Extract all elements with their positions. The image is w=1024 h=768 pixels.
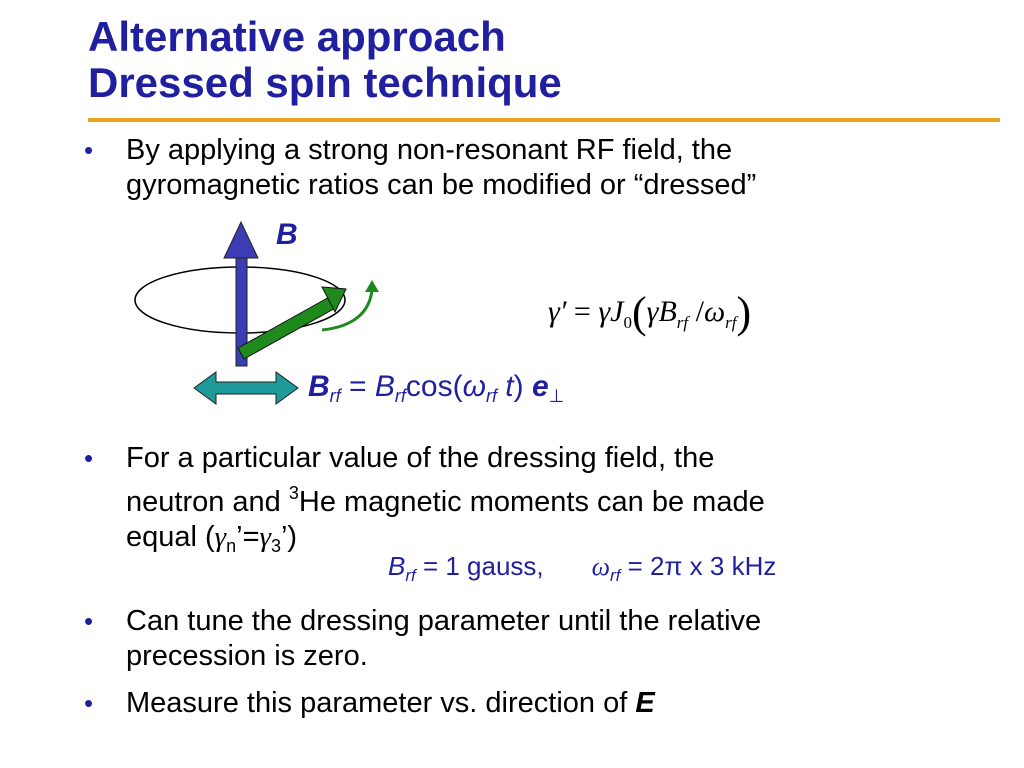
f-sub-rf-2: rf bbox=[725, 313, 737, 332]
rotation-arrow bbox=[321, 280, 379, 332]
bullet-line-part: neutron and bbox=[126, 486, 289, 518]
superscript-3: 3 bbox=[288, 483, 299, 503]
b-field-arrow bbox=[223, 220, 259, 367]
f-gamma-prime: γ′ bbox=[548, 295, 567, 328]
bullet-marker: • bbox=[84, 688, 94, 718]
f-lparen: ( bbox=[631, 288, 647, 337]
bullet-line-part: ’) bbox=[280, 521, 298, 553]
f-gamma: γ bbox=[598, 295, 611, 328]
title-line-2: Dressed spin technique bbox=[88, 59, 562, 106]
title-divider bbox=[88, 118, 1000, 122]
param-omega: ω bbox=[591, 552, 611, 581]
dressed-gamma-formula: γ′ = γJ0(γBrf /ωrf) bbox=[548, 287, 751, 338]
param-khz: = 2π x 3 kHz bbox=[620, 551, 777, 581]
f-j: J bbox=[610, 295, 624, 328]
gamma-n: γ bbox=[214, 521, 227, 553]
bullet-text: Measure this parameter vs. direction of … bbox=[126, 686, 984, 721]
eq-e: e bbox=[531, 370, 549, 403]
eq-b2: B bbox=[374, 370, 395, 403]
eq-sub-rf-3: rf bbox=[485, 386, 497, 406]
bullet-marker: • bbox=[84, 135, 94, 165]
bullet-rf-field: • By applying a strong non-resonant RF f… bbox=[84, 133, 984, 203]
eq-b: B bbox=[308, 370, 330, 403]
f-rparen: ) bbox=[736, 288, 752, 337]
bullet-line: Can tune the dressing parameter until th… bbox=[126, 605, 762, 637]
sub-3: 3 bbox=[270, 536, 281, 556]
bullet-text: By applying a strong non-resonant RF fie… bbox=[126, 133, 984, 203]
bullet-line-part: equal ( bbox=[126, 521, 215, 553]
eq-perp: ⊥ bbox=[548, 386, 565, 406]
f-slash: / bbox=[688, 295, 704, 328]
eq-t: t bbox=[505, 370, 514, 403]
spin-vector-arrow bbox=[237, 286, 347, 360]
gamma-3: γ bbox=[259, 521, 271, 553]
eq-close: ) bbox=[513, 370, 532, 403]
bullet-line-part: ’= bbox=[236, 521, 260, 553]
param-gauss: = 1 gauss, bbox=[415, 551, 544, 581]
title-line-1: Alternative approach bbox=[88, 13, 506, 60]
bullet-line: precession is zero. bbox=[126, 640, 368, 672]
f-sub-rf: rf bbox=[676, 313, 689, 332]
f-zero: 0 bbox=[623, 313, 632, 332]
f-omega: ω bbox=[703, 295, 726, 328]
b-field-label: B bbox=[276, 218, 298, 251]
eq-equals: = bbox=[340, 370, 375, 403]
bullet-line: For a particular value of the dressing f… bbox=[126, 442, 715, 474]
field-parameters: Brf = 1 gauss,ωrf = 2π x 3 kHz bbox=[388, 551, 776, 586]
param-sub-rf-2: rf bbox=[610, 566, 621, 585]
f-gamma-b: γB bbox=[646, 295, 677, 328]
eq-sub-rf: rf bbox=[329, 386, 341, 406]
bullet-marker: • bbox=[84, 606, 94, 636]
bullet-tune-parameter: • Can tune the dressing parameter until … bbox=[84, 604, 984, 674]
vector-e: E bbox=[635, 687, 655, 719]
rf-field-equation: Brf = Brfcos(ωrf t) e⊥ bbox=[308, 370, 564, 407]
slide-title: Alternative approach Dressed spin techni… bbox=[88, 14, 562, 106]
bullet-line-part: He magnetic moments can be made bbox=[298, 486, 765, 518]
bullet-line: gyromagnetic ratios can be modified or “… bbox=[126, 169, 757, 201]
eq-omega: ω bbox=[462, 370, 486, 403]
eq-sub-rf-2: rf bbox=[394, 386, 406, 406]
bullet-text: Can tune the dressing parameter until th… bbox=[126, 604, 984, 674]
bullet-measure-parameter: • Measure this parameter vs. direction o… bbox=[84, 686, 984, 721]
bullet-text: For a particular value of the dressing f… bbox=[126, 441, 984, 564]
eq-cos: cos( bbox=[405, 370, 463, 403]
f-equals: = bbox=[566, 295, 599, 328]
sub-n: n bbox=[226, 536, 237, 556]
bullet-dressing-field: • For a particular value of the dressing… bbox=[84, 441, 984, 564]
bullet-line: Measure this parameter vs. direction of bbox=[126, 687, 636, 719]
param-b: B bbox=[388, 551, 406, 581]
rf-field-double-arrow bbox=[193, 371, 299, 405]
bullet-marker: • bbox=[84, 443, 94, 473]
param-sub-rf: rf bbox=[405, 566, 416, 585]
bullet-line: By applying a strong non-resonant RF fie… bbox=[126, 134, 733, 166]
